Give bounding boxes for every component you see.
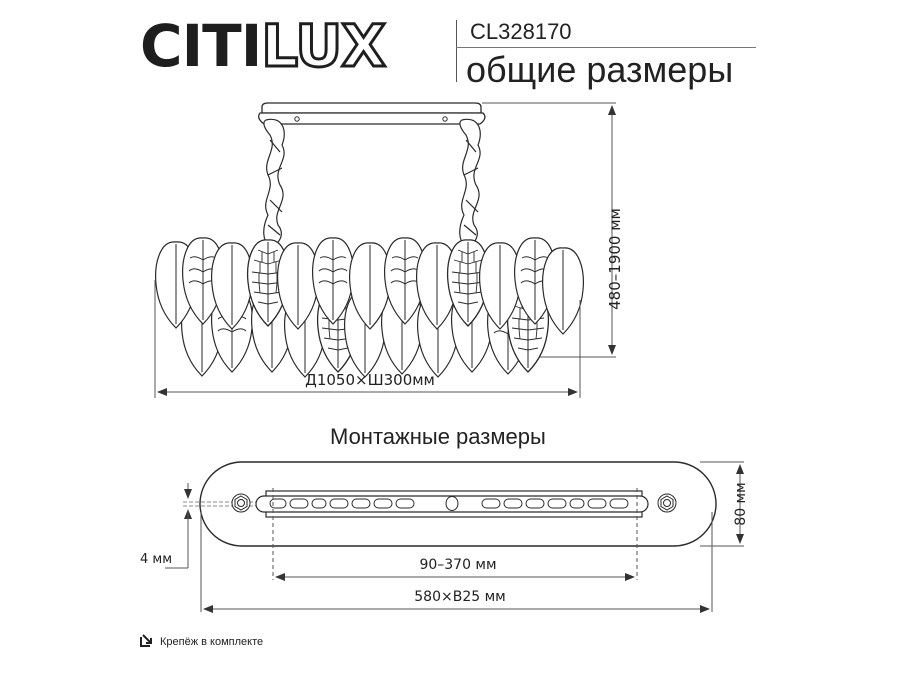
mounting-plate — [183, 461, 717, 547]
mount-included-text: Крепёж в комплекте — [160, 635, 264, 648]
brand-solid: CITI — [140, 12, 262, 80]
brand-logo: CITILUX — [140, 15, 388, 78]
suspension-chain-right — [459, 118, 481, 249]
mount-included-note: Крепёж в комплекте — [140, 633, 263, 650]
hex-nut-right — [657, 493, 677, 513]
header-rule — [456, 47, 756, 48]
page-subtitle: общие размеры — [466, 49, 734, 90]
mounting-dimensions — [165, 461, 744, 613]
height-dimension — [482, 102, 616, 358]
depth-label: 80 мм — [733, 482, 749, 526]
slot-range-label: 90–370 мм — [419, 557, 497, 573]
thickness-label: 4 мм — [140, 552, 173, 567]
plate-size-label: 580×В25 мм — [414, 589, 506, 605]
header-divider — [456, 20, 457, 82]
mount-included-icon — [140, 633, 154, 650]
suspension-chain-left — [263, 118, 285, 249]
mounting-title: Монтажные размеры — [330, 424, 546, 449]
model-number: CL328170 — [470, 19, 572, 44]
brand-outline: LUX — [260, 12, 388, 80]
width-dimension — [154, 280, 581, 398]
hex-nut-left — [231, 493, 251, 513]
height-label: 480–1900 мм — [606, 208, 624, 310]
ceiling-canopy — [258, 102, 486, 125]
width-label: Д1050×Ш300мм — [305, 371, 435, 389]
